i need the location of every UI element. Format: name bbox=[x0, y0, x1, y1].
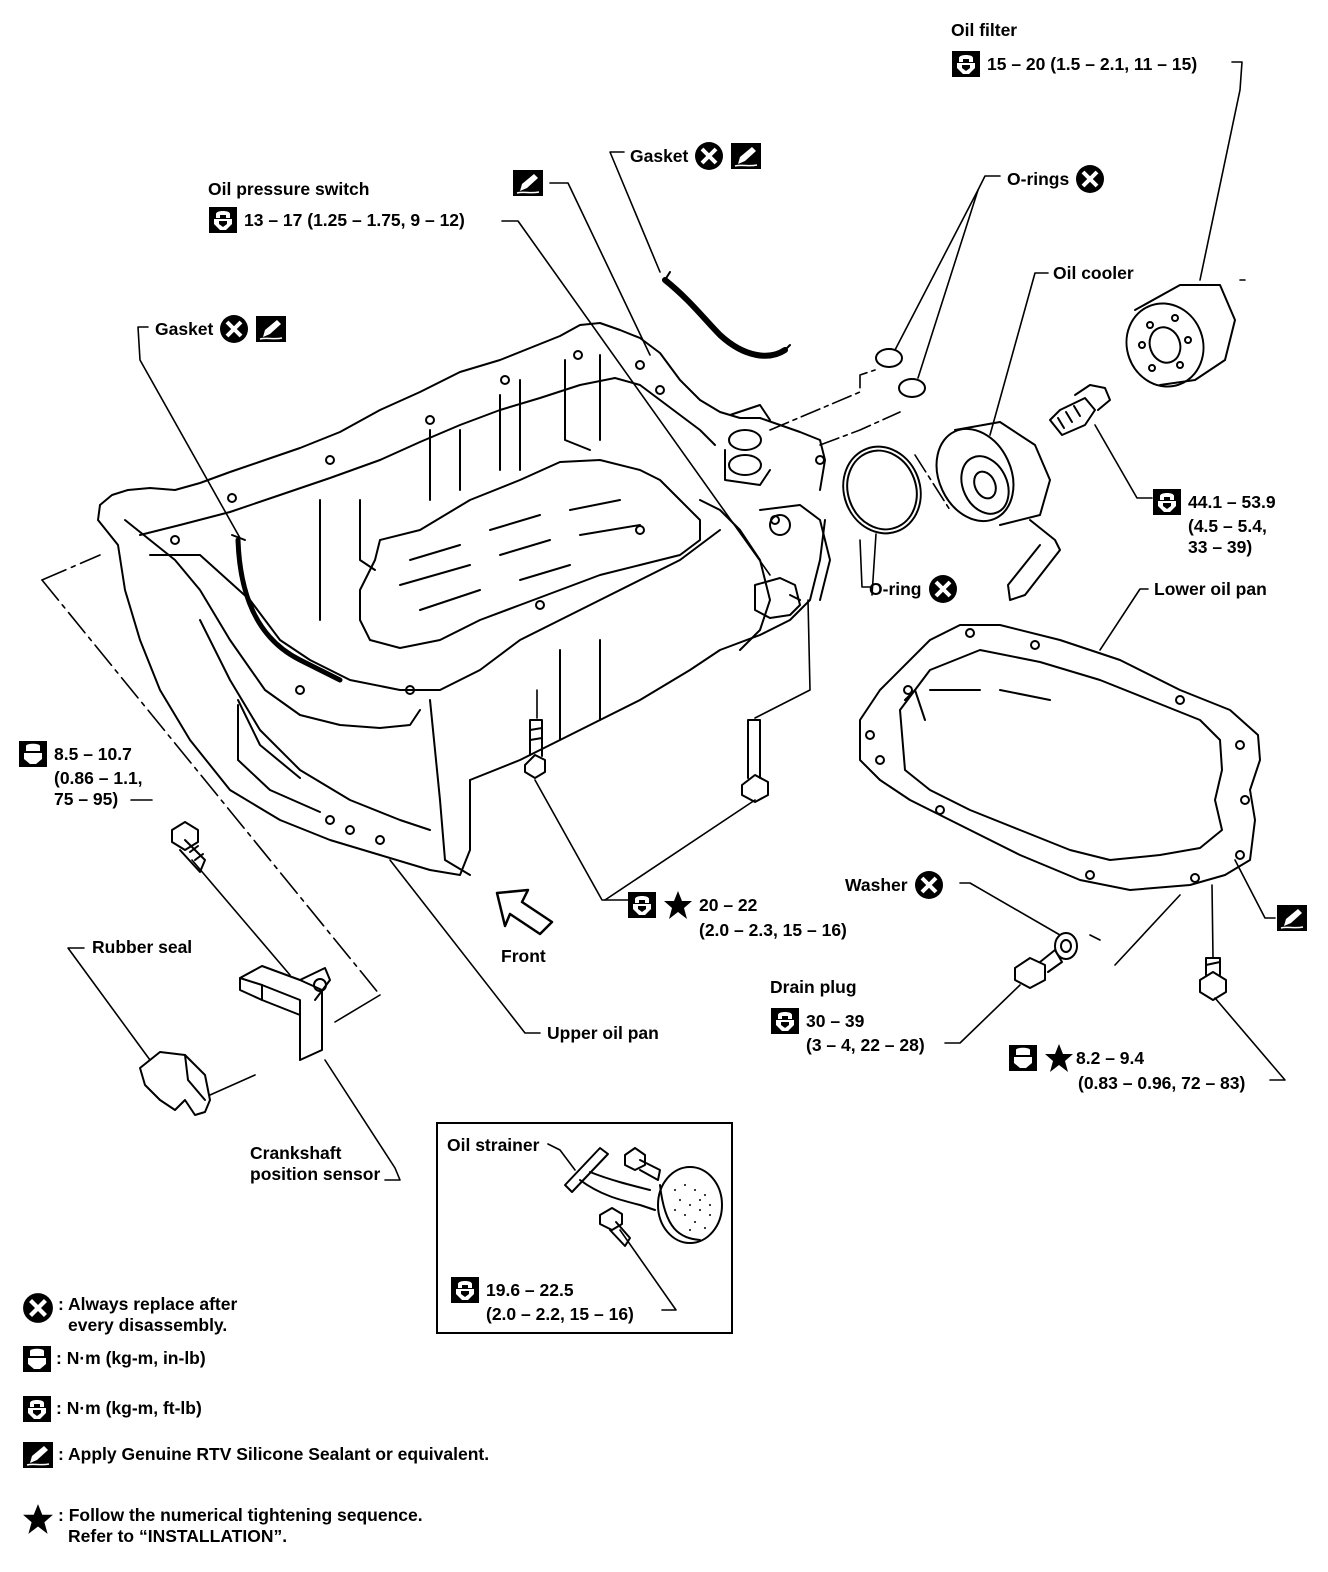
oil-strainer-label: Oil strainer bbox=[447, 1135, 540, 1155]
upper-pan-bolt-long bbox=[741, 719, 769, 803]
sealant-icon bbox=[512, 169, 544, 197]
oil-strainer-inset bbox=[436, 1122, 733, 1334]
leader-lines bbox=[41, 61, 1286, 1311]
sensor-bolt-torque: 8.5 – 10.7 (0.86 – 1.1, 75 – 95) bbox=[18, 740, 143, 810]
oil-strainer bbox=[564, 1147, 723, 1247]
star-icon bbox=[663, 890, 693, 920]
sealant-icon bbox=[22, 1441, 54, 1469]
oil-cooler bbox=[935, 421, 1061, 601]
legend-replace: : Always replace after every disassembly… bbox=[22, 1292, 237, 1336]
drain-plug-label: Drain plug bbox=[770, 977, 857, 997]
torque-inlb-icon bbox=[1008, 1044, 1038, 1072]
front-arrow bbox=[495, 888, 554, 936]
replace-icon bbox=[694, 141, 724, 171]
upper-pan-bolt-short bbox=[524, 719, 546, 779]
rubber-seal bbox=[139, 1051, 211, 1116]
lower-oil-pan bbox=[859, 624, 1261, 891]
drain-plug bbox=[1014, 949, 1063, 989]
oil-strainer-torque: 19.6 – 22.5 (2.0 – 2.2, 15 – 16) bbox=[450, 1276, 634, 1325]
oring-large bbox=[842, 445, 922, 535]
oil-pressure-switch-torque: 13 – 17 (1.25 – 1.75, 9 – 12) bbox=[208, 206, 465, 234]
sealant-icon bbox=[255, 315, 287, 343]
torque-inlb-icon bbox=[18, 740, 48, 768]
washer-label: Washer bbox=[845, 870, 944, 900]
legend-torque-ftlb: : N·m (kg-m, ft-lb) bbox=[22, 1395, 202, 1423]
replace-icon bbox=[1075, 164, 1105, 194]
front-label: Front bbox=[501, 946, 546, 966]
replace-icon bbox=[219, 314, 249, 344]
torque-ftlb-icon bbox=[951, 50, 981, 78]
torque-inlb-icon bbox=[22, 1345, 52, 1373]
sealant-icon bbox=[1276, 904, 1308, 932]
oil-cooler-label: Oil cooler bbox=[1053, 263, 1134, 283]
oil-filter-torque: 15 – 20 (1.5 – 2.1, 11 – 15) bbox=[951, 50, 1197, 78]
star-icon bbox=[1044, 1043, 1074, 1073]
gasket-left-label: Gasket bbox=[155, 314, 287, 344]
upper-pan-bolt-torque: 20 – 22 (2.0 – 2.3, 15 – 16) bbox=[627, 890, 847, 941]
star-icon bbox=[22, 1503, 54, 1535]
lower-oil-pan-label: Lower oil pan bbox=[1154, 579, 1267, 599]
sealant-icon bbox=[730, 142, 762, 170]
oil-pressure-switch-label: Oil pressure switch bbox=[208, 179, 370, 199]
crankshaft-sensor bbox=[239, 965, 331, 1061]
upper-oil-pan bbox=[97, 322, 831, 876]
lower-pan-bolt bbox=[1199, 957, 1227, 1001]
gasket-top bbox=[662, 277, 788, 359]
drain-plug-torque: 30 – 39 (3 – 4, 22 – 28) bbox=[770, 1007, 925, 1056]
sealant-callout-right bbox=[1276, 904, 1314, 932]
sealant-callout-top bbox=[512, 169, 550, 197]
legend-star: : Follow the numerical tightening sequen… bbox=[22, 1503, 423, 1547]
lower-pan-bolt-torque: 8.2 – 9.4 (0.83 – 0.96, 72 – 83) bbox=[1008, 1043, 1245, 1094]
crankshaft-sensor-label: Crankshaft position sensor bbox=[250, 1143, 381, 1184]
gasket-top-label: Gasket bbox=[630, 141, 762, 171]
cooler-bolt bbox=[1049, 384, 1111, 436]
torque-ftlb-icon bbox=[208, 206, 238, 234]
torque-ftlb-icon bbox=[450, 1276, 480, 1304]
orings-label: O-rings bbox=[1007, 164, 1105, 194]
sensor-bolt bbox=[171, 821, 206, 873]
replace-icon bbox=[914, 870, 944, 900]
oil-filter-label: Oil filter bbox=[951, 20, 1018, 40]
torque-ftlb-icon bbox=[627, 891, 657, 919]
torque-ftlb-icon bbox=[770, 1007, 800, 1035]
oring-small-2 bbox=[898, 378, 926, 398]
legend-sealant: : Apply Genuine RTV Silicone Sealant or … bbox=[22, 1441, 489, 1469]
oil-filter bbox=[1125, 284, 1236, 388]
washer bbox=[1054, 932, 1078, 960]
oring-small-1 bbox=[875, 348, 903, 368]
cooler-bolt-torque: 44.1 – 53.9 (4.5 – 5.4, 33 – 39) bbox=[1152, 488, 1276, 558]
upper-oil-pan-label: Upper oil pan bbox=[547, 1023, 659, 1043]
rubber-seal-label: Rubber seal bbox=[92, 937, 193, 957]
replace-icon bbox=[22, 1292, 54, 1324]
oring-label: O-ring bbox=[869, 574, 958, 604]
torque-ftlb-icon bbox=[22, 1395, 52, 1423]
replace-icon bbox=[928, 574, 958, 604]
torque-ftlb-icon bbox=[1152, 488, 1182, 516]
legend-torque-inlb: : N·m (kg-m, in-lb) bbox=[22, 1345, 206, 1373]
